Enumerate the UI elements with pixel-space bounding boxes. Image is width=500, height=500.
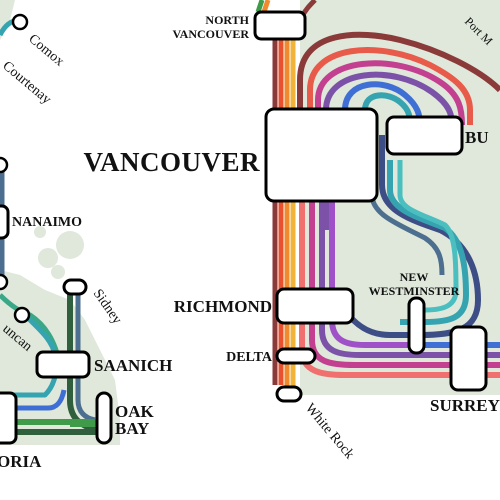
station-vancouver[interactable]	[264, 107, 379, 203]
line-green-north	[255, 0, 265, 13]
line-dark-green-sidney	[67, 288, 96, 433]
station-north-vancouver[interactable]	[253, 10, 307, 41]
island-blob	[38, 248, 58, 268]
line-teal-snake	[387, 160, 469, 325]
station-delta[interactable]	[275, 347, 317, 365]
label-surrey: SURREY	[430, 396, 500, 415]
label-north-vancouver-1: NORTH	[205, 13, 249, 27]
line-brown-loop	[297, 31, 500, 110]
label-courtenay: Courtenay	[0, 59, 54, 108]
line-magenta-loop	[315, 60, 465, 200]
label-burnaby: BU	[465, 128, 489, 147]
line-orange-north	[261, 0, 271, 13]
line-navy-snake	[342, 135, 481, 338]
station-duncan-junction[interactable]	[0, 273, 9, 291]
line-purple-bundle	[319, 180, 500, 358]
label-oak-bay-2: BAY	[115, 419, 149, 438]
line-purple-loop	[323, 71, 455, 230]
station-new-westminster[interactable]	[407, 296, 426, 355]
station-duncan[interactable]	[13, 306, 31, 324]
island-blob	[56, 231, 84, 259]
station-richmond[interactable]	[275, 287, 355, 325]
label-north-vancouver-2: VANCOUVER	[173, 27, 250, 41]
snake-lines	[342, 135, 481, 338]
line-steel-snake	[369, 135, 445, 276]
station-sidney[interactable]	[62, 278, 88, 296]
station-comox[interactable]	[11, 13, 29, 31]
line-magenta-bundle	[309, 200, 500, 368]
label-richmond: RICHMOND	[174, 297, 272, 316]
label-oak-bay-1: OAK	[115, 402, 155, 421]
station-nanaimo-top[interactable]	[0, 156, 9, 174]
label-vancouver: VANCOUVER	[83, 147, 260, 177]
label-delta: DELTA	[226, 350, 273, 365]
label-victoria: ORIA	[0, 452, 42, 471]
line-teal-light-snake	[397, 160, 459, 313]
line-blue-loop	[342, 81, 423, 126]
label-comox: Comox	[25, 32, 66, 70]
station-nanaimo[interactable]	[0, 204, 10, 240]
station-surrey[interactable]	[449, 325, 488, 392]
label-white-rock: White Rock	[302, 401, 357, 462]
island-blob	[51, 265, 65, 279]
island-blob	[34, 226, 46, 238]
label-new-westminster-2: WESTMINSTER	[369, 284, 460, 298]
station-oak-bay[interactable]	[95, 391, 113, 445]
line-coral-loop	[307, 47, 473, 170]
label-new-westminster-1: NEW	[400, 270, 429, 284]
station-white-rock[interactable]	[275, 385, 303, 403]
trunk-lines	[272, 40, 296, 390]
label-sidney: Sidney	[90, 287, 125, 327]
loop-lines	[297, 31, 500, 230]
line-blue-victoria	[15, 389, 67, 411]
label-nanaimo: NANAIMO	[12, 215, 82, 230]
station-victoria[interactable]	[0, 391, 18, 445]
label-saanich: SAANICH	[94, 356, 172, 375]
station-saanich[interactable]	[35, 350, 91, 379]
station-burnaby[interactable]	[385, 115, 464, 156]
